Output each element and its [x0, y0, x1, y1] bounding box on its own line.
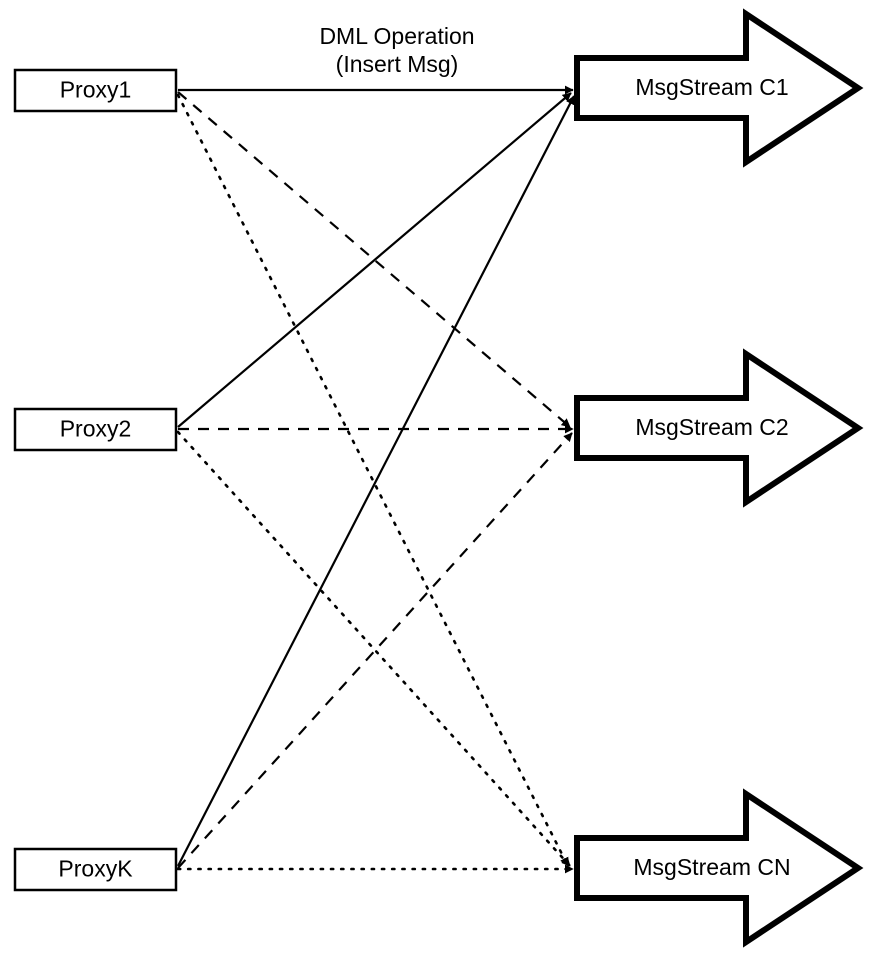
- edge-p1-c2: [177, 91, 571, 428]
- proxy-label: Proxy1: [60, 77, 132, 103]
- proxy-label: Proxy2: [60, 416, 132, 442]
- proxy-box-shape: [13, 68, 178, 113]
- msgstream-nodes-layer: MsgStream C1 MsgStream C2 MsgStream CN: [574, 8, 864, 948]
- edge-line-dashed: [177, 91, 571, 428]
- edge-pk-c2: [177, 432, 573, 869]
- msgstream-node-stream_cn[interactable]: MsgStream CN: [574, 788, 864, 948]
- dml-operation-label-line1: DML Operation: [319, 23, 474, 49]
- proxy-node-proxyk[interactable]: ProxyK: [13, 847, 178, 892]
- dml-operation-label: DML Operation (Insert Msg): [319, 23, 474, 77]
- edge-line-solid: [177, 92, 572, 428]
- edge-line-dotted: [176, 93, 570, 868]
- msgstream-arrow-shape: [574, 8, 864, 168]
- msgstream-arrow-shape: [574, 788, 864, 948]
- msgstream-label: MsgStream C1: [635, 74, 788, 100]
- edge-p1-cn: [176, 93, 570, 868]
- proxy-label: ProxyK: [58, 856, 133, 882]
- proxy-node-proxy1[interactable]: Proxy1: [13, 68, 178, 113]
- edge-line-solid: [177, 95, 575, 867]
- edges-layer: [176, 85, 575, 874]
- msgstream-arrow-shape: [574, 348, 864, 508]
- msgstream-label: MsgStream C2: [635, 414, 788, 440]
- edge-p2-c1: [177, 92, 572, 428]
- msgstream-node-stream_c1[interactable]: MsgStream C1: [574, 8, 864, 168]
- edge-line-dotted: [176, 430, 572, 868]
- proxy-node-proxy2[interactable]: Proxy2: [13, 407, 178, 452]
- proxy-box-shape: [13, 407, 178, 452]
- msgstream-label: MsgStream CN: [633, 854, 790, 880]
- dml-operation-label-line2: (Insert Msg): [336, 51, 459, 77]
- msgstream-node-stream_c2[interactable]: MsgStream C2: [574, 348, 864, 508]
- edge-line-dashed: [177, 432, 573, 869]
- edge-pk-c1: [177, 95, 575, 867]
- proxy-box-shape: [13, 847, 178, 892]
- edge-p2-cn: [176, 430, 572, 868]
